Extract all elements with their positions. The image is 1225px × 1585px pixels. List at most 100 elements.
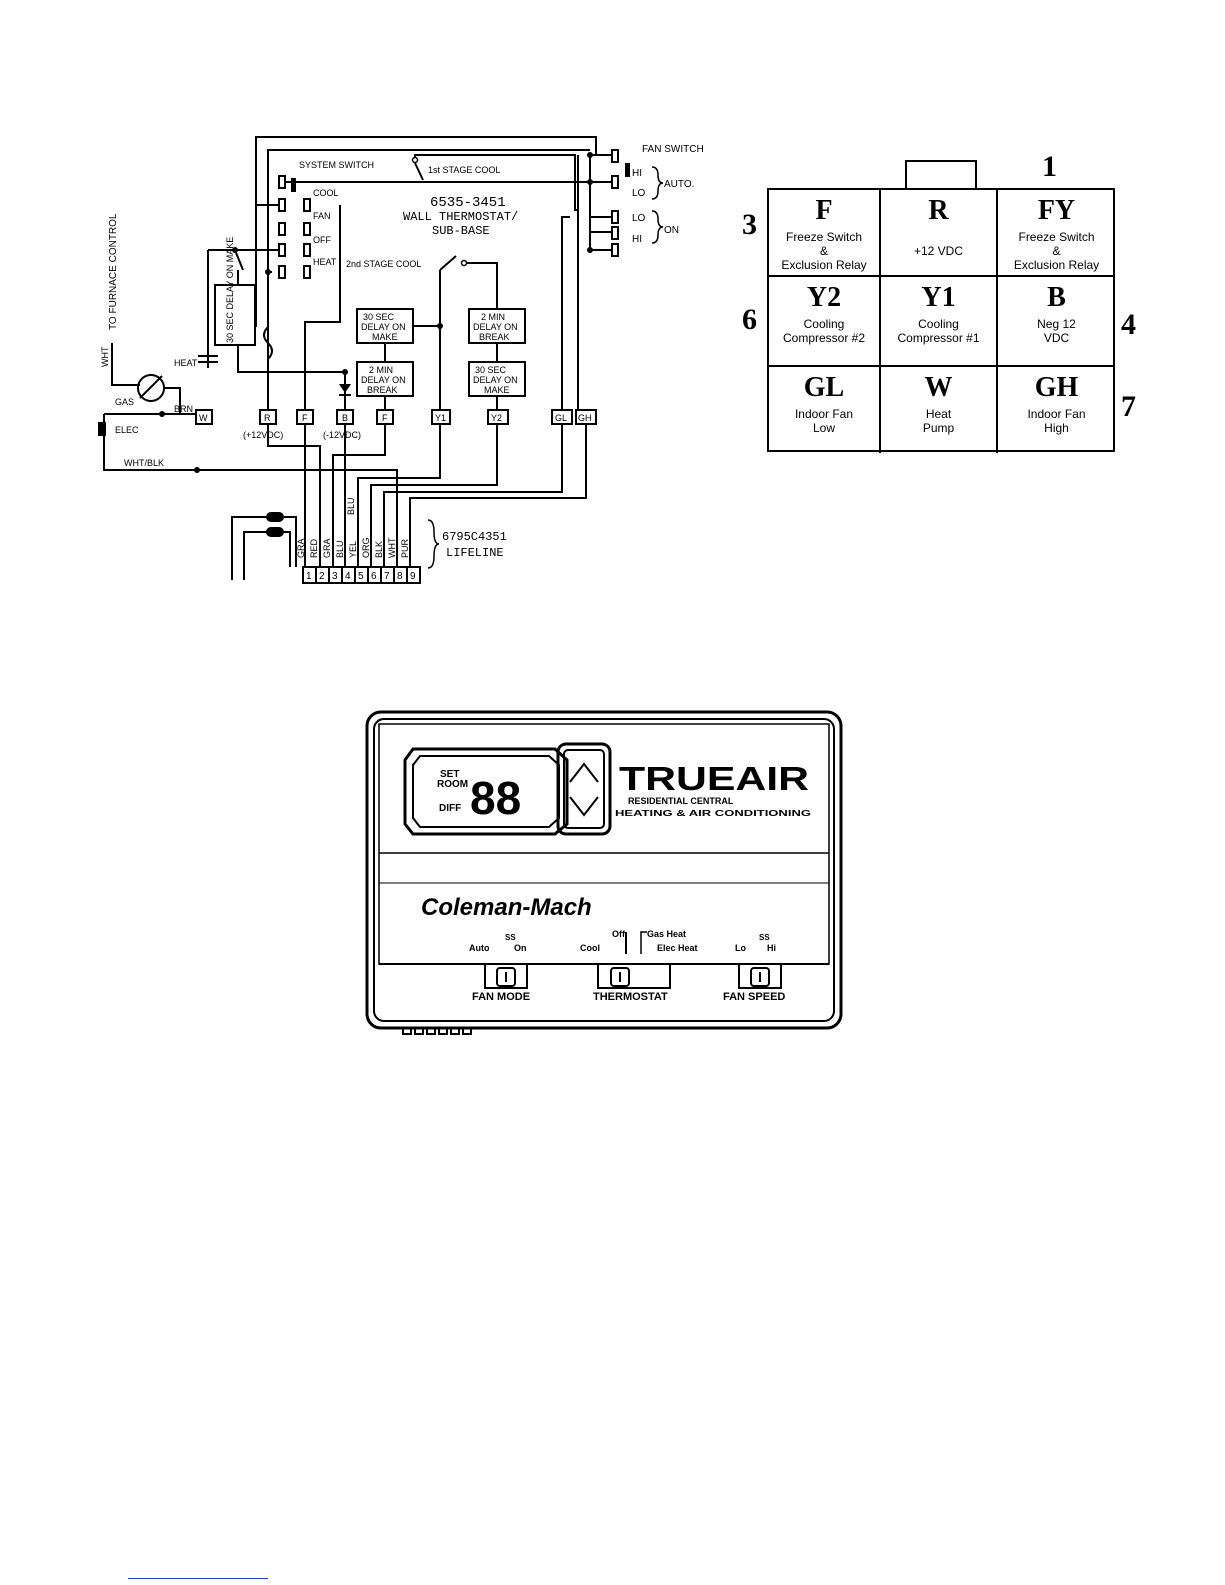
- delay2-l1: 2 MIN: [369, 365, 393, 375]
- fan-speed-label: FAN SPEED: [723, 991, 785, 1003]
- heat-label: HEAT: [313, 257, 337, 267]
- plug-code: F: [815, 195, 833, 226]
- blu-label: BLU: [346, 497, 356, 515]
- fan-speed-switch[interactable]: [738, 963, 782, 989]
- gas-label: GAS: [115, 397, 134, 407]
- fan-hi-label: HI: [632, 168, 642, 179]
- delay2-l2: DELAY ON: [361, 375, 406, 385]
- heat-cap-label: HEAT: [174, 358, 198, 368]
- brn-label: BRN: [174, 404, 193, 414]
- plug-desc: +12 VDC: [913, 244, 964, 258]
- plug-code: Y2: [806, 282, 842, 313]
- pin-7: 7: [384, 571, 390, 582]
- plug-code: B: [1047, 282, 1066, 313]
- wht-blk-label: WHT/BLK: [124, 458, 164, 468]
- pin-number-7: 7: [1121, 390, 1136, 423]
- delay3-l1: 2 MIN: [481, 312, 505, 322]
- terminal-strip: W R F B F Y1 Y2 GL GH: [195, 409, 597, 425]
- cool-label: COOL: [313, 188, 339, 198]
- wire-color-6: ORG: [361, 537, 371, 558]
- delay4-l2: DELAY ON: [473, 375, 518, 385]
- delay-30-vertical: 30 SEC DELAY ON MAKE: [225, 237, 235, 343]
- fan-lo-label: LO: [632, 188, 646, 199]
- thermostat-label: THERMOSTAT: [593, 991, 668, 1003]
- wire-color-1: GRA: [296, 538, 306, 558]
- pin-4: 4: [345, 571, 351, 582]
- pin-number-4: 4: [1121, 308, 1136, 341]
- plug-code: R: [928, 195, 949, 226]
- plug-desc: Freeze Switch&Exclusion Relay: [1013, 230, 1100, 272]
- fan-switch-label: FAN SWITCH: [642, 144, 704, 155]
- system-switch-label: SYSTEM SWITCH: [299, 160, 374, 170]
- fan-auto-label: AUTO.: [664, 179, 694, 190]
- thermostat-mode-switch[interactable]: [597, 963, 671, 989]
- fan-on-label: ON: [664, 225, 679, 236]
- terminal-f2: F: [382, 413, 388, 423]
- delay1-l3: MAKE: [372, 332, 398, 342]
- thermostat-panel: SET ROOM DIFF 88 TRUEAIR RESIDENTIAL CEN…: [365, 710, 843, 1035]
- minus12-label: (-12VDC): [323, 430, 361, 440]
- terminal-y2: Y2: [491, 413, 502, 423]
- plug-desc: Freeze Switch&Exclusion Relay: [781, 230, 867, 272]
- maker-logo: Coleman-Mach: [421, 894, 592, 921]
- down-arrow-icon[interactable]: [569, 796, 599, 817]
- delay4-l1: 30 SEC: [475, 365, 507, 375]
- plug-code: FY: [1037, 195, 1076, 226]
- terminal-b: B: [342, 413, 348, 423]
- wire-color-9: PUR: [400, 538, 410, 558]
- fan-mode-label: FAN MODE: [472, 991, 530, 1003]
- wht-label: WHT: [100, 346, 110, 367]
- model-line3: SUB-BASE: [432, 224, 490, 238]
- fan-speed-hi: Hi: [767, 943, 776, 953]
- thermostat-gas-heat: Gas Heat: [647, 929, 686, 939]
- wire-color-2: RED: [309, 538, 319, 558]
- plug-code: GH: [1034, 372, 1079, 403]
- terminal-gh: GH: [578, 413, 592, 423]
- plug-code: W: [924, 372, 953, 403]
- up-down-button[interactable]: [556, 742, 612, 836]
- up-arrow-icon[interactable]: [569, 762, 599, 783]
- lifeline-part: 6795C4351: [442, 530, 507, 544]
- fan-speed-lo: Lo: [735, 943, 746, 953]
- brand-logo: TRUEAIR: [619, 760, 809, 797]
- plus12-label: (+12VDC): [243, 430, 283, 440]
- fan-mode-on: On: [514, 943, 527, 953]
- delay1-l2: DELAY ON: [361, 322, 406, 332]
- wire-color-8: WHT: [387, 537, 397, 558]
- fan-hi2-label: HI: [632, 234, 642, 245]
- lifeline-label: LIFELINE: [446, 546, 504, 560]
- fan-speed-mark: SS: [759, 933, 770, 942]
- thermostat-elec-heat: Elec Heat: [657, 943, 698, 953]
- pin-number-3: 3: [742, 208, 757, 241]
- plug-pinout-grid: F Freeze Switch&Exclusion Relay R +12 VD…: [767, 188, 1115, 453]
- display-set: SET: [440, 769, 459, 780]
- delay3-l2: DELAY ON: [473, 322, 518, 332]
- terminal-r: R: [264, 413, 271, 423]
- pin-number-1: 1: [1042, 150, 1057, 183]
- delay4-l3: MAKE: [484, 385, 510, 395]
- brand-tagline2: HEATING & AIR CONDITIONING: [615, 809, 811, 818]
- plug-code: GL: [803, 372, 845, 403]
- terminal-f1: F: [302, 413, 308, 423]
- footer-underline: [128, 1578, 268, 1579]
- wire-colors: GRA RED GRA BLU YEL ORG BLK WHT PUR: [296, 537, 410, 558]
- delay3-l3: BREAK: [479, 332, 510, 342]
- delay1-l1: 30 SEC: [363, 312, 395, 322]
- fan-mode-mark: SS: [505, 933, 516, 942]
- pin-9: 9: [410, 571, 416, 582]
- wiring-diagram: FAN SWITCH HI LO AUTO. LO HI ON SYSTEM S…: [98, 136, 704, 584]
- terminal-w: W: [199, 413, 208, 423]
- pin-6: 6: [371, 571, 377, 582]
- thermostat-cool: Cool: [580, 943, 600, 953]
- display-diff: DIFF: [439, 803, 461, 814]
- plug-code: Y1: [921, 282, 956, 313]
- thermostat-off: Off: [612, 929, 626, 939]
- fan-mode-switch[interactable]: [484, 963, 528, 989]
